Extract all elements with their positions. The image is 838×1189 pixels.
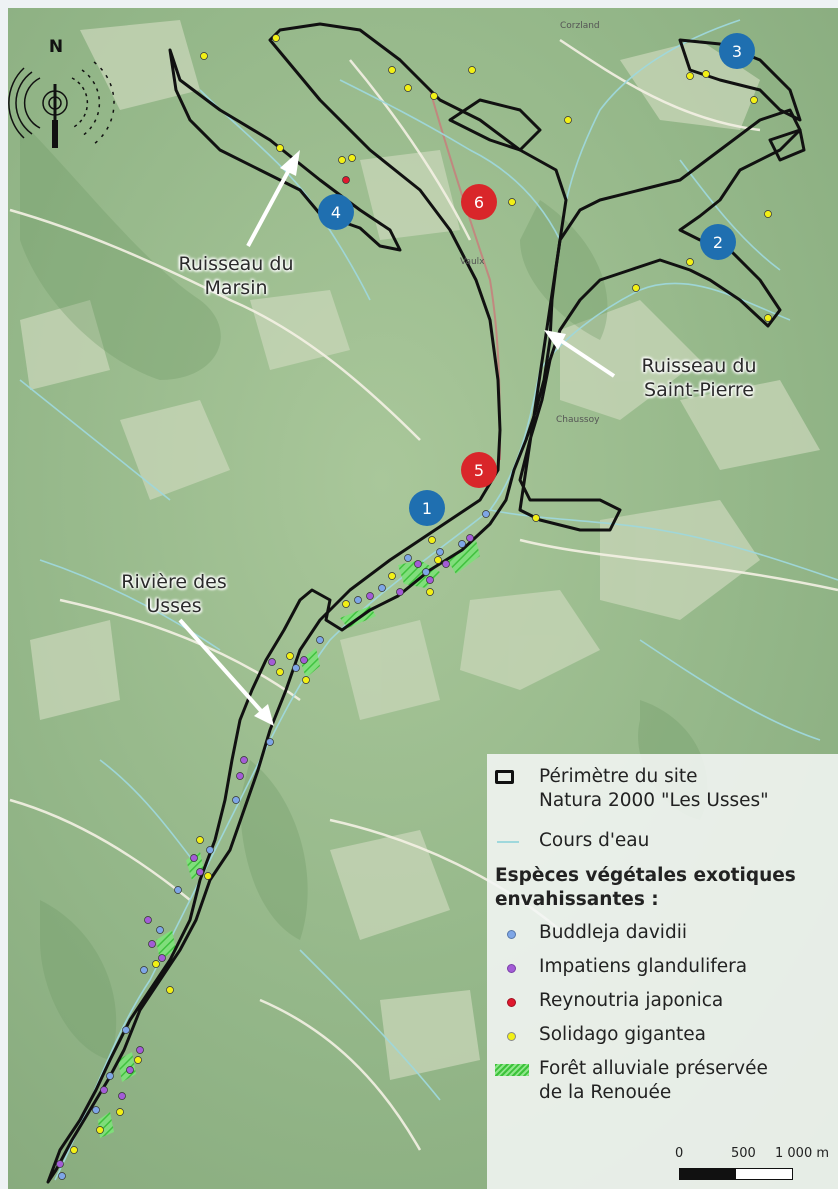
legend-species-text: Solidago gigantea <box>539 1024 707 1045</box>
scale-label-0: 0 <box>675 1146 684 1161</box>
svg-text:1: 1 <box>422 499 432 518</box>
solidago-dot <box>507 1032 516 1041</box>
map-canvas[interactable]: Corzland Vaulx Chaussoy 1 2 <box>8 8 838 1189</box>
svg-text:6: 6 <box>474 193 484 212</box>
site-markers: 1 2 3 4 5 6 <box>318 33 755 526</box>
svg-text:3: 3 <box>732 42 742 61</box>
marker-5[interactable]: 5 <box>461 452 497 488</box>
marker-1[interactable]: 1 <box>409 490 445 526</box>
legend-forest-text: Forêt alluviale préservée <box>539 1058 768 1079</box>
annotation-arrows <box>178 150 616 726</box>
map-legend: Périmètre du site Natura 2000 "Les Usses… <box>487 754 838 1189</box>
roads <box>9 38 838 1151</box>
marker-4[interactable]: 4 <box>318 194 354 230</box>
impatiens-points <box>56 534 474 1168</box>
legend-stream-text: Cours d'eau <box>539 830 650 851</box>
svg-text:5: 5 <box>474 461 484 480</box>
scale-bar-white <box>735 1168 793 1180</box>
place-label: Chaussoy <box>556 415 600 425</box>
buddleja-dot <box>507 930 516 939</box>
svg-text:4: 4 <box>331 203 341 222</box>
legend-species-text: Impatiens glandulifera <box>539 956 748 977</box>
solidago-points <box>70 34 772 1154</box>
annotation-ruisseau-marsin: Ruisseau du Marsin <box>178 253 294 299</box>
legend-species-text: Buddleja davidii <box>539 922 687 943</box>
reynoutria-dot <box>507 998 516 1007</box>
marker-3[interactable]: 3 <box>719 33 755 69</box>
species-points <box>56 34 772 1180</box>
legend-perimeter-text-2: Natura 2000 "Les Usses" <box>539 790 769 811</box>
legend-forest-text-2: de la Renouée <box>539 1082 672 1103</box>
annotation-ruisseau-saint-pierre: Ruisseau du Saint-Pierre <box>641 355 757 401</box>
perimeter-symbol <box>495 770 514 784</box>
svg-text:2: 2 <box>713 233 723 252</box>
legend-species-title-1: Espèces végétales exotiques <box>495 865 796 886</box>
scale-label-500: 500 <box>731 1146 756 1161</box>
buddleja-points <box>58 510 490 1180</box>
forest-hatch-symbol <box>495 1064 529 1076</box>
annotation-riviere-usses: Rivière des Usses <box>121 571 227 617</box>
stream-symbol <box>497 841 519 843</box>
field-patches <box>20 20 820 1080</box>
place-label: Corzland <box>560 21 600 31</box>
map-svg[interactable]: Corzland Vaulx Chaussoy 1 2 <box>8 8 838 1189</box>
north-label: N <box>49 37 63 57</box>
place-label: Vaulx <box>460 257 485 267</box>
marker-6[interactable]: 6 <box>461 184 497 220</box>
legend-perimeter-text: Périmètre du site <box>539 766 698 787</box>
marker-2[interactable]: 2 <box>700 224 736 260</box>
place-labels: Corzland Vaulx Chaussoy <box>460 21 600 425</box>
forest-hatch-zones <box>98 540 480 1138</box>
north-arrow: N <box>8 37 115 148</box>
natura-2000-perimeter <box>46 22 806 1184</box>
scale-bar-black <box>679 1168 737 1180</box>
legend-species-text: Reynoutria japonica <box>539 990 724 1011</box>
impatiens-dot <box>507 964 516 973</box>
legend-species-title-2: envahissantes : <box>495 889 659 910</box>
scale-label-1000: 1 000 m <box>775 1146 830 1161</box>
reynoutria-points <box>342 176 350 184</box>
scale-bar: 0 500 1 000 m <box>675 1146 837 1186</box>
